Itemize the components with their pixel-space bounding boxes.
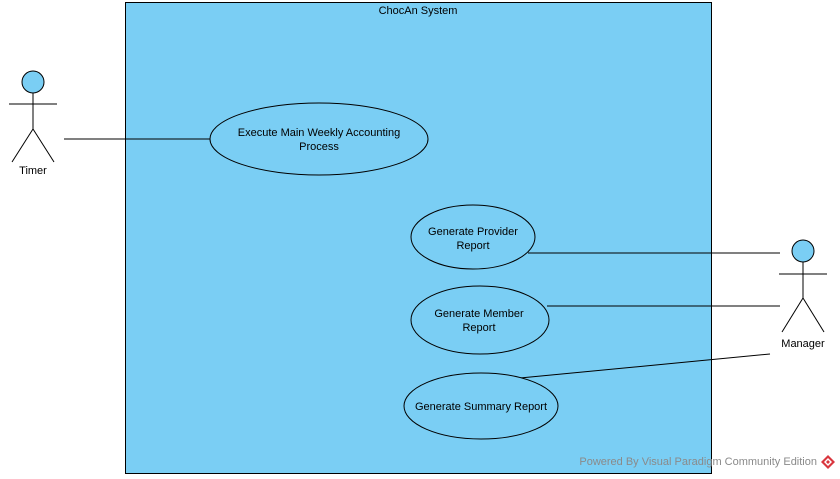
actor-timer-right-leg bbox=[32, 128, 55, 163]
association-manager-summary-report[interactable] bbox=[519, 353, 771, 379]
use-case-provider-report-line2: Report bbox=[456, 240, 489, 252]
use-case-generate-member-report[interactable]: Generate Member Report bbox=[410, 285, 550, 355]
use-case-member-report-line2: Report bbox=[462, 322, 495, 334]
use-case-member-report-line1: Generate Member bbox=[434, 308, 524, 320]
actor-timer[interactable]: Timer bbox=[9, 70, 57, 177]
use-case-execute-weekly-line2: Process bbox=[299, 141, 339, 153]
use-case-member-report-ellipse bbox=[410, 285, 550, 355]
actor-timer-head bbox=[21, 70, 45, 94]
use-case-generate-summary-report[interactable]: Generate Summary Report bbox=[403, 372, 559, 440]
actor-timer-left-leg bbox=[11, 128, 34, 163]
actor-manager-label: Manager bbox=[781, 338, 825, 350]
use-case-execute-weekly-accounting[interactable]: Execute Main Weekly Accounting Process bbox=[209, 102, 429, 176]
use-case-provider-report-ellipse bbox=[410, 204, 536, 270]
use-case-execute-weekly-ellipse bbox=[209, 102, 429, 176]
actor-timer-label: Timer bbox=[19, 165, 47, 177]
watermark: Powered By Visual Paradigm Community Edi… bbox=[579, 455, 835, 469]
use-case-summary-report-line1: Generate Summary Report bbox=[415, 401, 547, 413]
system-title: ChocAn System bbox=[379, 5, 458, 17]
actor-manager-head bbox=[791, 239, 815, 263]
actor-manager-right-leg bbox=[802, 297, 825, 333]
visual-paradigm-logo-icon bbox=[821, 455, 835, 469]
use-case-provider-report-line1: Generate Provider bbox=[428, 226, 518, 238]
use-case-summary-report-ellipse bbox=[403, 372, 559, 440]
actor-manager-left-leg bbox=[781, 297, 804, 333]
use-case-execute-weekly-line1: Execute Main Weekly Accounting bbox=[238, 127, 400, 139]
actor-manager[interactable]: Manager bbox=[779, 239, 827, 350]
watermark-text: Powered By Visual Paradigm Community Edi… bbox=[579, 456, 817, 468]
use-case-generate-provider-report[interactable]: Generate Provider Report bbox=[410, 204, 536, 270]
